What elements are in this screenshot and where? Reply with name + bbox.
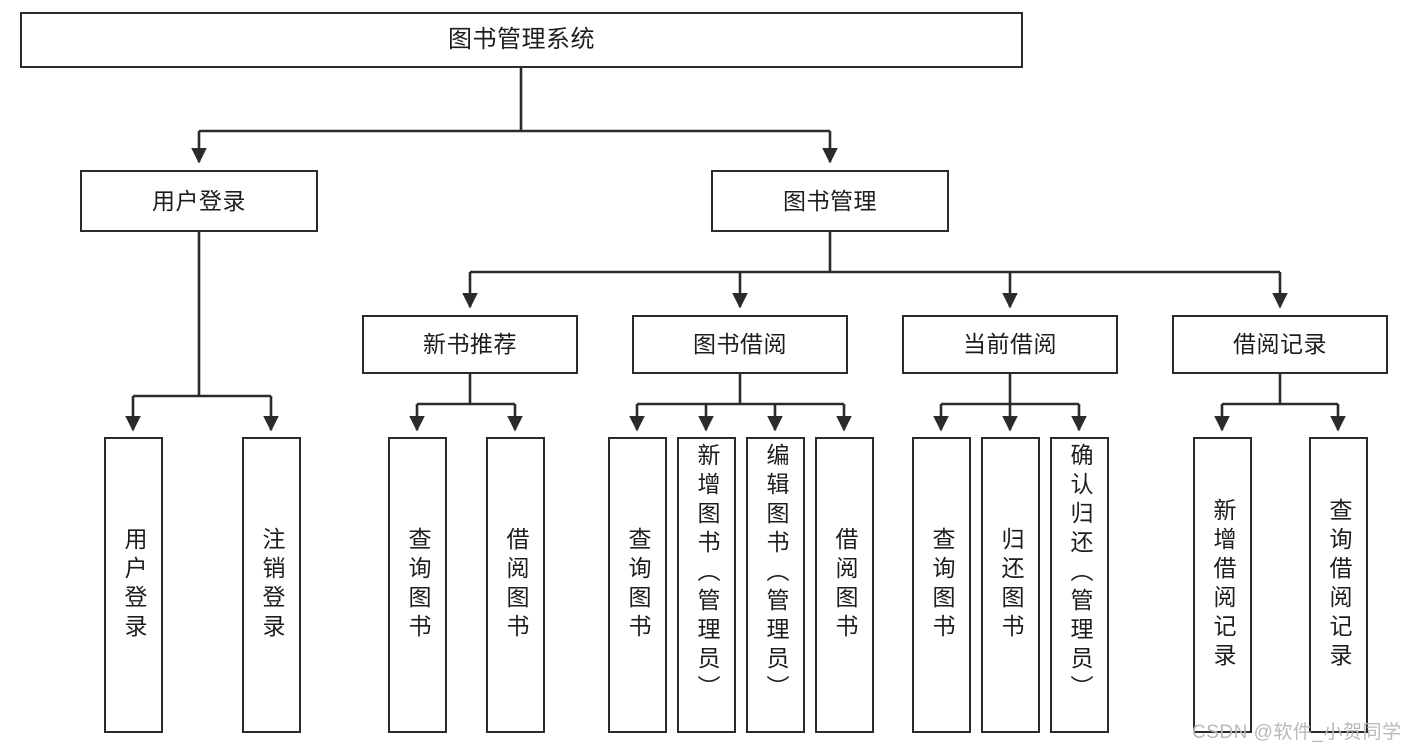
node-label: 新增图书（管理员） xyxy=(694,443,720,704)
node-label: 图书管理 xyxy=(783,187,877,214)
leaf-new-book-query[interactable]: 查询图书 xyxy=(388,437,447,733)
node-label: 查询图书 xyxy=(405,527,431,643)
node-label: 借阅图书 xyxy=(832,527,858,643)
leaf-book-borrow-edit[interactable]: 编辑图书（管理员） xyxy=(746,437,805,733)
node-label: 编辑图书（管理员） xyxy=(763,443,789,704)
node-label: 新增借阅记录 xyxy=(1210,498,1236,672)
leaf-borrow-record-add[interactable]: 新增借阅记录 xyxy=(1193,437,1252,733)
node-borrow-record[interactable]: 借阅记录 xyxy=(1172,315,1388,374)
node-book-management[interactable]: 图书管理 xyxy=(711,170,949,232)
node-label: 归还图书 xyxy=(998,527,1024,643)
node-label: 图书管理系统 xyxy=(448,26,595,54)
node-label: 用户登录 xyxy=(152,187,246,214)
leaf-user-login-signin[interactable]: 用户登录 xyxy=(104,437,163,733)
node-label: 确认归还（管理员） xyxy=(1067,443,1093,704)
leaf-new-book-borrow[interactable]: 借阅图书 xyxy=(486,437,545,733)
node-new-book-recommend[interactable]: 新书推荐 xyxy=(362,315,578,374)
node-label: 查询借阅记录 xyxy=(1326,498,1352,672)
leaf-current-borrow-confirm-return[interactable]: 确认归还（管理员） xyxy=(1050,437,1109,733)
leaf-book-borrow-add[interactable]: 新增图书（管理员） xyxy=(677,437,736,733)
node-label: 查询图书 xyxy=(625,527,651,643)
node-label: 注销登录 xyxy=(259,527,285,643)
node-label: 当前借阅 xyxy=(963,331,1057,358)
leaf-current-borrow-query[interactable]: 查询图书 xyxy=(912,437,971,733)
leaf-current-borrow-return[interactable]: 归还图书 xyxy=(981,437,1040,733)
leaf-borrow-record-query[interactable]: 查询借阅记录 xyxy=(1309,437,1368,733)
node-user-login[interactable]: 用户登录 xyxy=(80,170,318,232)
node-root-book-management-system[interactable]: 图书管理系统 xyxy=(20,12,1023,68)
node-label: 图书借阅 xyxy=(693,331,787,358)
leaf-book-borrow-lend[interactable]: 借阅图书 xyxy=(815,437,874,733)
leaf-book-borrow-query[interactable]: 查询图书 xyxy=(608,437,667,733)
node-label: 查询图书 xyxy=(929,527,955,643)
node-label: 用户登录 xyxy=(121,527,147,643)
node-current-borrow[interactable]: 当前借阅 xyxy=(902,315,1118,374)
node-book-borrow[interactable]: 图书借阅 xyxy=(632,315,848,374)
leaf-user-login-signout[interactable]: 注销登录 xyxy=(242,437,301,733)
node-label: 借阅图书 xyxy=(503,527,529,643)
node-label: 借阅记录 xyxy=(1233,331,1327,358)
node-label: 新书推荐 xyxy=(423,331,517,358)
